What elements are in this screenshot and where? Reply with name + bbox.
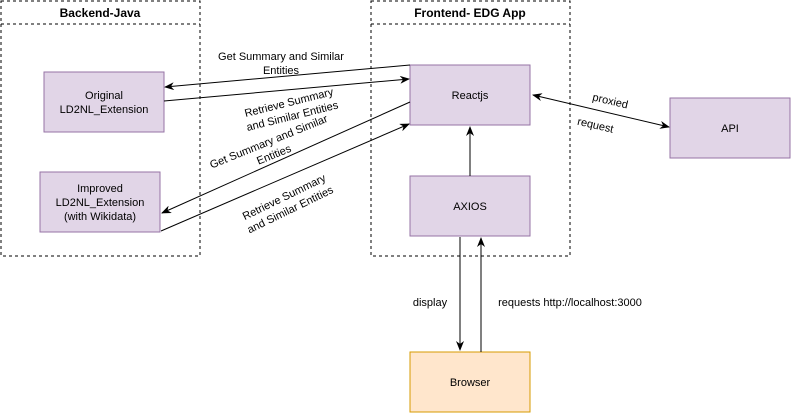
proxied-label: proxied request [576,92,629,136]
edge-retrieve-improved [160,123,410,232]
display-label: display [413,297,448,309]
original-ld2nl-box: Original LD2NL_Extension [43,71,165,133]
improved-label-line1: Improved [77,183,123,195]
improved-label-line3: (with Wikidata) [64,211,136,223]
axios-box: AXIOS [409,175,531,237]
edge-retrieve-original [163,75,410,102]
reactjs-box: Reactjs [409,64,531,126]
reactjs-label: Reactjs [452,90,489,102]
browser-label: Browser [450,377,491,389]
browser-box: Browser [409,351,531,413]
backend-title: Backend-Java [60,6,141,20]
improved-label-line2: LD2NL_Extension [56,197,145,209]
get-summary-1-line1: Get Summary and Similar [218,51,344,63]
get-summary-1-line2: Entities [263,65,300,77]
axios-label: AXIOS [453,201,487,213]
edge-proxied-request [532,93,670,129]
original-label-line2: LD2NL_Extension [60,104,149,116]
backend-container: Backend-Java [0,0,201,257]
api-label: API [721,123,739,135]
edge-get-summary-original [164,64,411,91]
original-label-line1: Original [85,90,123,102]
frontend-title: Frontend- EDG App [414,6,526,20]
proxied-line1: proxied [591,92,629,112]
improved-ld2nl-box: Improved LD2NL_Extension (with Wikidata) [39,171,161,233]
proxied-line2: request [576,116,614,136]
requests-label: requests http://localhost:3000 [498,297,642,309]
edge-get-summary-improved [161,101,411,214]
api-box: API [669,97,791,159]
retrieve-2-label: Retrieve Summary and Similar Entities [241,172,336,236]
